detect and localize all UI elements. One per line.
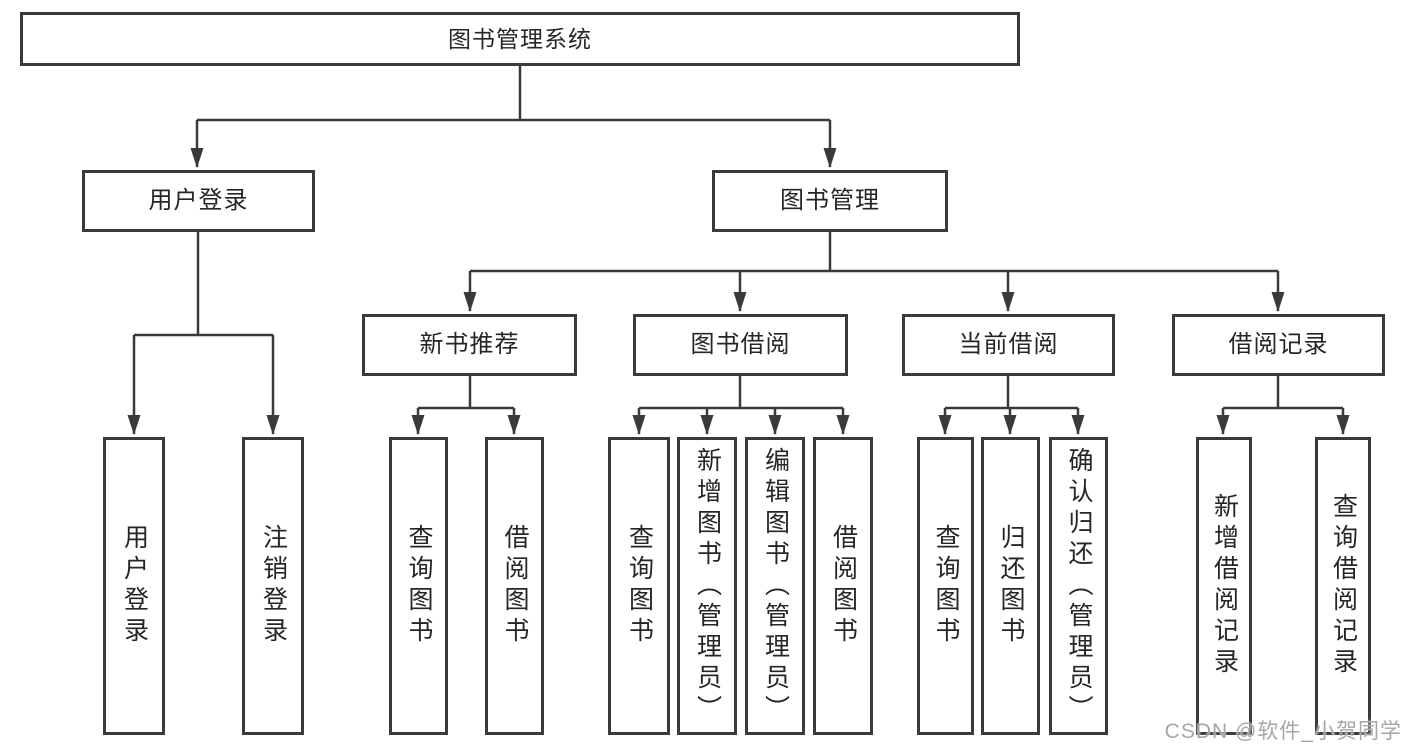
node-label: 查询图书 xyxy=(405,524,433,648)
node-book-borrow: 图书借阅 xyxy=(633,314,848,376)
node-label: 用户登录 xyxy=(120,524,149,648)
node-label: 借阅图书 xyxy=(829,524,858,648)
node-label: 查询图书 xyxy=(625,524,654,648)
node-label: 当前借阅 xyxy=(958,331,1059,358)
leaf-logout: 注销登录 xyxy=(242,437,304,735)
leaf-borrow-books-recommend: 借阅图书 xyxy=(485,437,544,735)
leaf-add-book-admin: 新增图书（管理员） xyxy=(677,437,737,735)
node-current-borrow: 当前借阅 xyxy=(902,314,1115,376)
node-borrow-records: 借阅记录 xyxy=(1172,314,1385,376)
csdn-watermark: CSDN @软件_小贺同学 xyxy=(1164,720,1402,743)
node-label: 借阅记录 xyxy=(1228,331,1329,358)
node-user-login: 用户登录 xyxy=(82,170,315,232)
node-label: 新增图书（管理员） xyxy=(693,446,722,726)
leaf-user-login: 用户登录 xyxy=(103,437,165,735)
node-book-management: 图书管理 xyxy=(712,170,948,232)
leaf-query-books-recommend: 查询图书 xyxy=(389,437,448,735)
node-label: 图书管理 xyxy=(780,187,880,214)
leaf-borrow-books: 借阅图书 xyxy=(813,437,873,735)
leaf-confirm-return-admin: 确认归还（管理员） xyxy=(1049,437,1108,735)
node-label: 注销登录 xyxy=(259,524,288,648)
leaf-add-borrow-record: 新增借阅记录 xyxy=(1196,437,1252,735)
node-label: 编辑图书（管理员） xyxy=(761,446,790,726)
node-label: 确认归还（管理员） xyxy=(1065,446,1093,726)
leaf-query-borrow-record: 查询借阅记录 xyxy=(1315,437,1371,735)
node-label: 图书借阅 xyxy=(690,331,791,358)
node-label: 新增借阅记录 xyxy=(1210,493,1239,679)
leaf-return-books: 归还图书 xyxy=(981,437,1040,735)
node-root-system: 图书管理系统 xyxy=(20,12,1020,66)
node-label: 查询借阅记录 xyxy=(1329,493,1358,679)
leaf-query-books-current: 查询图书 xyxy=(917,437,974,735)
node-label: 归还图书 xyxy=(997,524,1025,648)
node-new-book-recommend: 新书推荐 xyxy=(362,314,577,376)
leaf-query-books-borrow: 查询图书 xyxy=(608,437,670,735)
node-label: 用户登录 xyxy=(148,187,249,214)
node-label: 借阅图书 xyxy=(501,524,529,648)
node-label: 新书推荐 xyxy=(419,331,520,358)
node-label: 图书管理系统 xyxy=(448,25,592,52)
node-label: 查询图书 xyxy=(932,524,960,648)
leaf-edit-book-admin: 编辑图书（管理员） xyxy=(745,437,805,735)
